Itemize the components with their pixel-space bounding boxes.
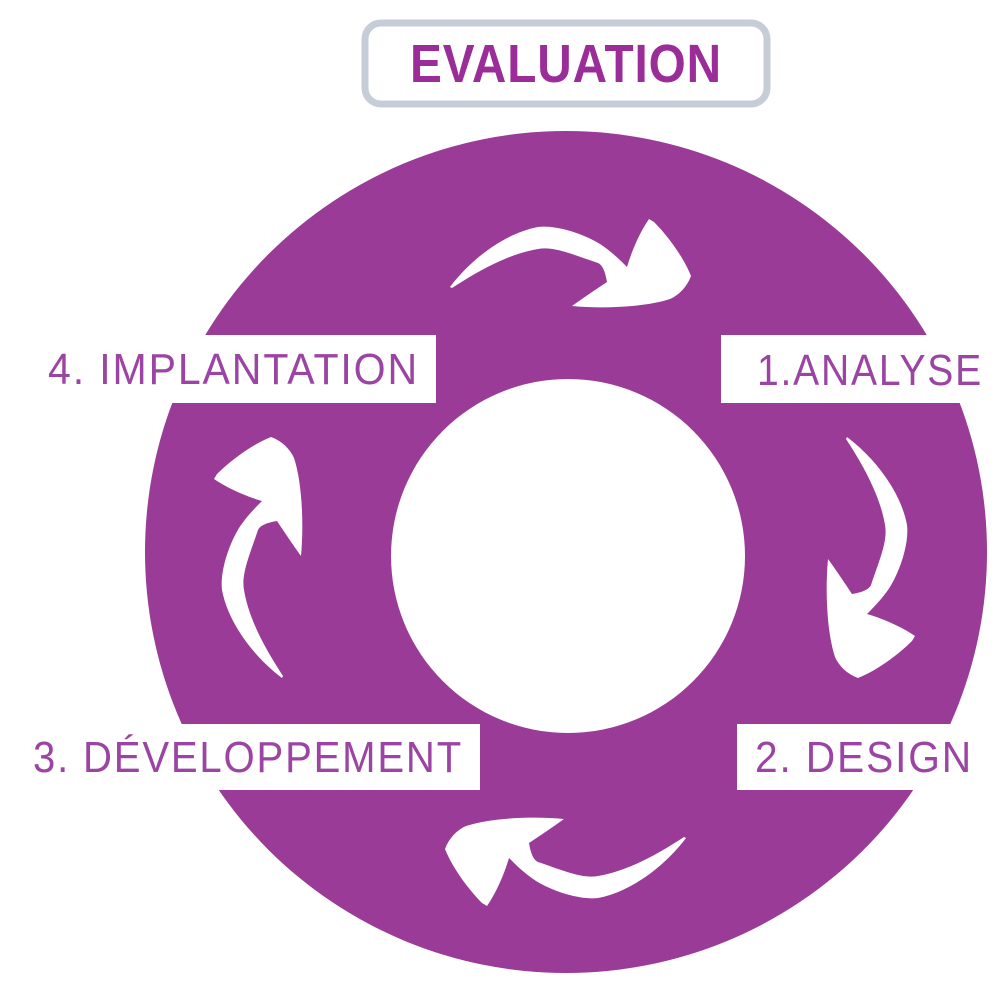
- evaluation-title: EVALUATION: [410, 34, 722, 94]
- step-label-design: 2. DESIGN: [755, 733, 973, 782]
- step-label-developpement: 3. DÉVELOPPEMENT: [33, 733, 463, 782]
- ring-inner-hole: [391, 379, 745, 733]
- label-strip-analyse: [721, 335, 1000, 403]
- step-label-implantation: 4. IMPLANTATION: [48, 345, 419, 394]
- evaluation-title-box: [361, 19, 771, 108]
- label-strip-implantation: [0, 335, 436, 403]
- label-strip-developpement: [0, 724, 480, 790]
- step-label-analyse: 1.ANALYSE: [757, 346, 983, 395]
- label-strip-design: [737, 724, 1000, 790]
